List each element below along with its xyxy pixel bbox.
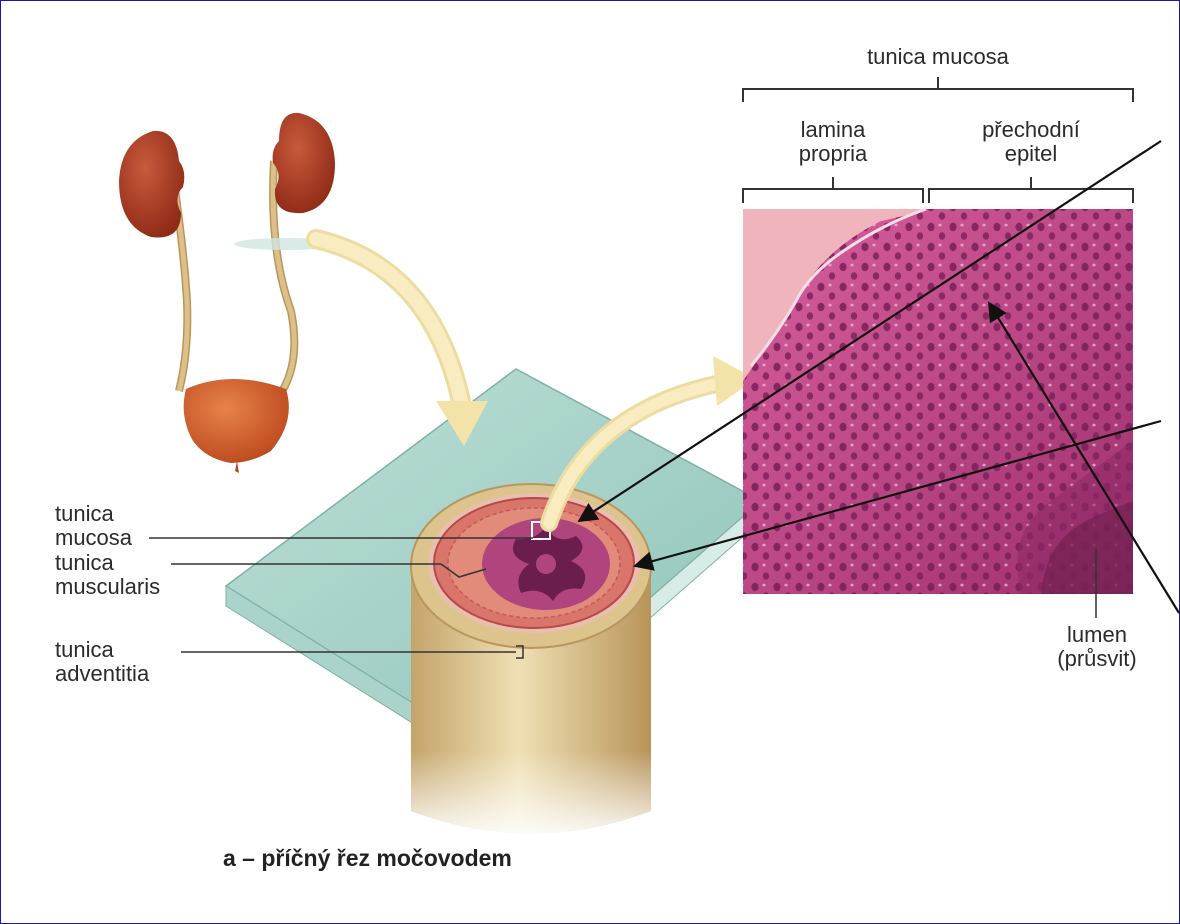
label-line: tunica: [55, 551, 160, 575]
label-tunica-muscularis: tunica muscularis: [55, 551, 160, 599]
urinary-system: [119, 113, 338, 473]
label-lamina-propria: lamina propria: [767, 118, 899, 166]
label-line: tunica: [55, 502, 132, 526]
label-line: lamina: [767, 118, 899, 142]
label-mucosa-header: tunica mucosa: [816, 45, 1060, 69]
magnified-tissue: [743, 209, 1133, 594]
label-tunica-adventitia: tunica adventitia: [55, 638, 149, 686]
label-line: propria: [767, 142, 899, 166]
label-line: (průsvit): [1035, 647, 1159, 671]
figure-caption: a – příčný řez močovodem: [223, 846, 512, 870]
ureter-cylinder: [411, 484, 651, 834]
label-lumen: lumen (průsvit): [1035, 623, 1159, 671]
label-line: lumen: [1035, 623, 1159, 647]
label-line: adventitia: [55, 662, 149, 686]
label-line: tunica: [55, 638, 149, 662]
label-line: epitel: [951, 142, 1111, 166]
label-line: muscularis: [55, 575, 160, 599]
label-transitional-epithelium: přechodní epitel: [951, 118, 1111, 166]
label-line: mucosa: [55, 526, 132, 550]
label-tunica-mucosa: tunica mucosa: [55, 502, 132, 550]
label-line: přechodní: [951, 118, 1111, 142]
